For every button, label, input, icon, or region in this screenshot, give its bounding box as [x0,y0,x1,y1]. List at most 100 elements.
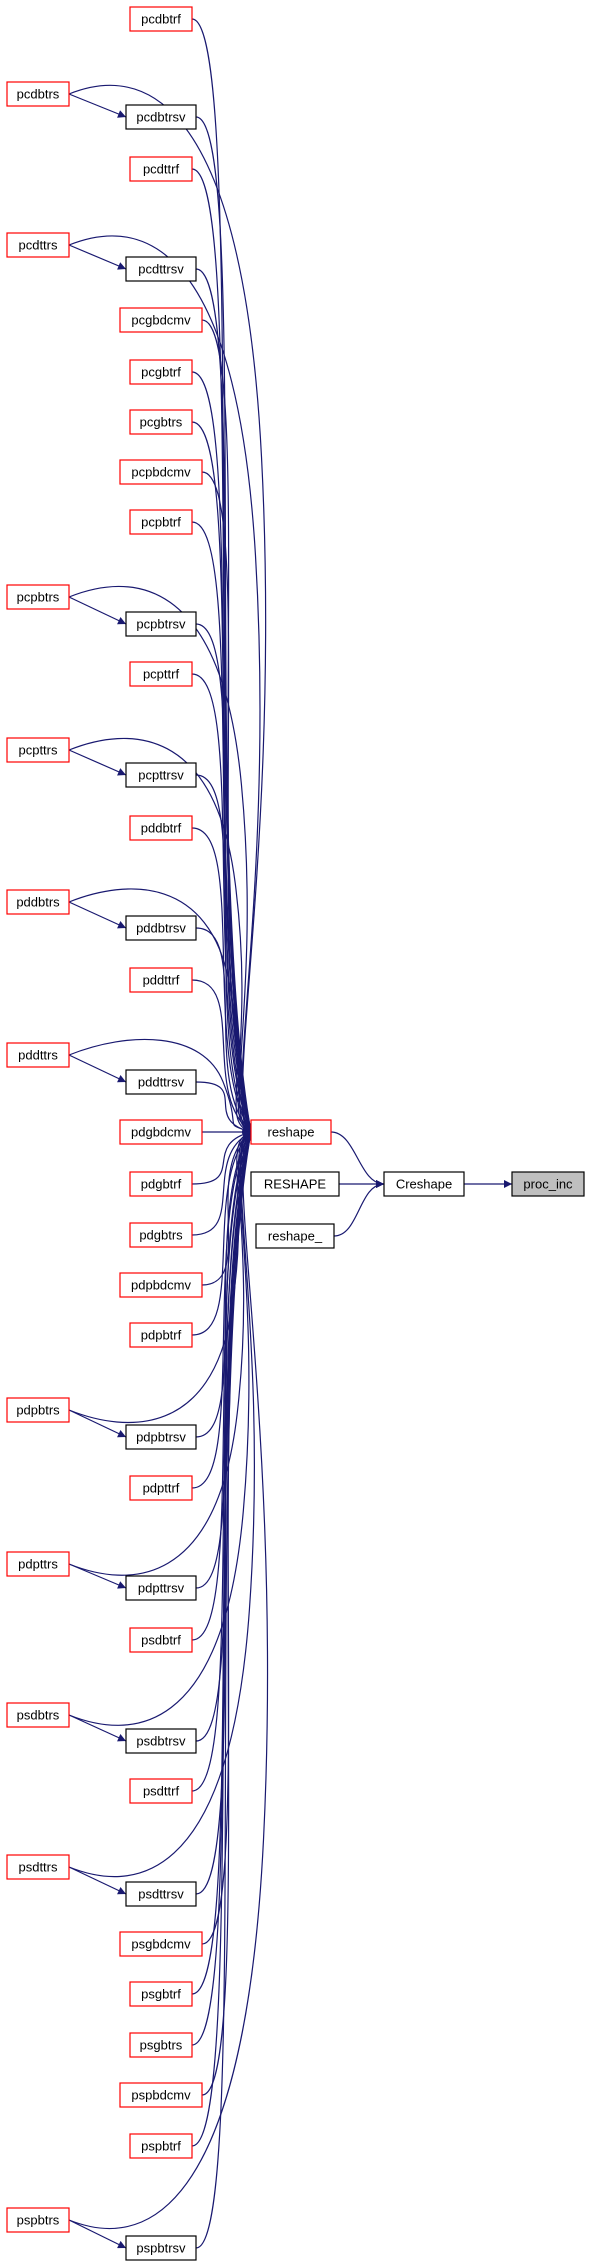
node-pcdbtrsv[interactable]: pcdbtrsv [125,104,197,130]
node-box [6,889,70,915]
node-pdpttrf[interactable]: pdpttrf [129,1475,193,1501]
node-psgbtrs[interactable]: psgbtrs [129,2032,193,2058]
node-pcpttrsv[interactable]: pcpttrsv [125,762,197,788]
node-Creshape[interactable]: Creshape [383,1171,465,1197]
node-pspbtrsv[interactable]: pspbtrsv [125,2235,197,2261]
node-pcpbtrsv[interactable]: pcpbtrsv [125,611,197,637]
node-box [119,1931,203,1957]
node-reshape_[interactable]: reshape_ [255,1223,335,1249]
node-pcgbtrs[interactable]: pcgbtrs [129,409,193,435]
node-psgbtrf[interactable]: psgbtrf [129,1981,193,2007]
node-box [129,967,193,993]
node-pspbtrs[interactable]: pspbtrs [6,2207,70,2233]
node-label: pddttrf [143,973,180,988]
node-label: psdbtrs [17,1708,60,1723]
edge-pddttrf-to-reshape [191,979,252,1133]
edge-pcpttrf-to-reshape [191,673,252,1133]
node-box [250,1171,340,1197]
node-pddbtrf[interactable]: pddbtrf [129,815,193,841]
node-box [6,584,70,610]
node-pddttrf[interactable]: pddttrf [129,967,193,993]
node-label: pcdttrs [18,238,58,253]
node-pdpbtrs[interactable]: pdpbtrs [6,1397,70,1423]
node-pcpbtrf[interactable]: pcpbtrf [129,509,193,535]
node-pspbtrf[interactable]: pspbtrf [129,2133,193,2159]
node-pdpttrs[interactable]: pdpttrs [6,1551,70,1577]
node-psdttrf[interactable]: psdttrf [129,1778,193,1804]
node-label: pcdttrf [143,162,180,177]
node-pddbtrs[interactable]: pddbtrs [6,889,70,915]
edge-pddbtrsv-to-reshape [195,927,252,1133]
node-label: psdttrs [18,1860,58,1875]
node-psdbtrf[interactable]: psdbtrf [129,1627,193,1653]
node-pdpbtrf[interactable]: pdpbtrf [129,1322,193,1348]
node-label: pddbtrf [141,821,182,836]
node-box [6,232,70,258]
node-box [125,1575,197,1601]
node-label: pcpttrs [18,743,58,758]
node-label: pspbdcmv [131,2088,191,2103]
node-pcpttrs[interactable]: pcpttrs [6,737,70,763]
node-label: pcgbtrs [140,415,183,430]
node-psdbtrs[interactable]: psdbtrs [6,1702,70,1728]
node-box [6,2207,70,2233]
node-box [125,1881,197,1907]
edge-pcpttrsv-to-reshape [195,774,252,1133]
node-pddttrsv[interactable]: pddttrsv [125,1069,197,1095]
node-pcpbtrs[interactable]: pcpbtrs [6,584,70,610]
node-pcdttrs[interactable]: pcdttrs [6,232,70,258]
node-psdttrs[interactable]: psdttrs [6,1854,70,1880]
edge-pddttrs-to-pddttrsv [68,1054,127,1083]
node-pcpbdcmv[interactable]: pcpbdcmv [119,459,203,485]
edge-pdpbtrs-to-pdpbtrsv [68,1409,127,1438]
node-label: pspbtrs [17,2213,60,2228]
node-box [129,156,193,182]
node-label: psdbtrsv [136,1734,186,1749]
node-box [129,1627,193,1653]
edge-pdgbtrf-to-reshape [191,1130,252,1185]
node-pcdttrsv[interactable]: pcdttrsv [125,256,197,282]
node-label: psdbtrf [141,1633,181,1648]
node-pcgbtrf[interactable]: pcgbtrf [129,359,193,385]
node-pcdttrf[interactable]: pcdttrf [129,156,193,182]
edge-pcdttrf-to-reshape [191,168,254,1133]
node-proc_inc[interactable]: proc_inc [511,1171,585,1197]
node-label: proc_inc [523,1177,573,1192]
node-label: psgbtrs [140,2038,183,2053]
node-pdpbtrsv[interactable]: pdpbtrsv [125,1424,197,1450]
node-pcpttrf[interactable]: pcpttrf [129,661,193,687]
node-pspbdcmv[interactable]: pspbdcmv [119,2082,203,2108]
node-pcgbdcmv[interactable]: pcgbdcmv [119,307,203,333]
node-pcdbtrf[interactable]: pcdbtrf [129,6,193,32]
node-psdttrsv[interactable]: psdttrsv [125,1881,197,1907]
node-pdgbdcmv[interactable]: pdgbdcmv [119,1119,203,1145]
node-RESHAPE[interactable]: RESHAPE [250,1171,340,1197]
node-box [129,661,193,687]
node-pdgbtrf[interactable]: pdgbtrf [129,1171,193,1197]
edge-psdbtrf-to-reshape [191,1131,252,1641]
node-pddttrs[interactable]: pddttrs [6,1042,70,1068]
node-box [129,815,193,841]
node-label: pddbtrsv [136,921,186,936]
node-box [129,409,193,435]
node-pddbtrsv[interactable]: pddbtrsv [125,915,197,941]
edge-pspbtrf-to-reshape [191,1131,254,2147]
node-pcdbtrs[interactable]: pcdbtrs [6,81,70,107]
node-pdpbdcmv[interactable]: pdpbdcmv [119,1272,203,1298]
node-psgbdcmv[interactable]: psgbdcmv [119,1931,203,1957]
edge-pcpbtrf-to-reshape [191,521,253,1133]
node-box [129,1222,193,1248]
edge-pddbtrs-to-reshape [68,888,252,1134]
node-box [511,1171,585,1197]
edge-pdpttrf-to-reshape [191,1131,252,1489]
node-psdbtrsv[interactable]: psdbtrsv [125,1728,197,1754]
node-pdpttrsv[interactable]: pdpttrsv [125,1575,197,1601]
node-pdgbtrs[interactable]: pdgbtrs [129,1222,193,1248]
edge-pdpbtrf-to-reshape [191,1131,252,1336]
node-label: RESHAPE [264,1177,326,1192]
edge-pddbtrs-to-pddbtrsv [68,901,127,929]
node-label: reshape [268,1125,315,1140]
node-reshape[interactable]: reshape [250,1119,332,1145]
edge-psdbtrs-to-psdbtrsv [68,1714,127,1742]
edge-pspbtrsv-to-reshape [195,1131,254,2249]
